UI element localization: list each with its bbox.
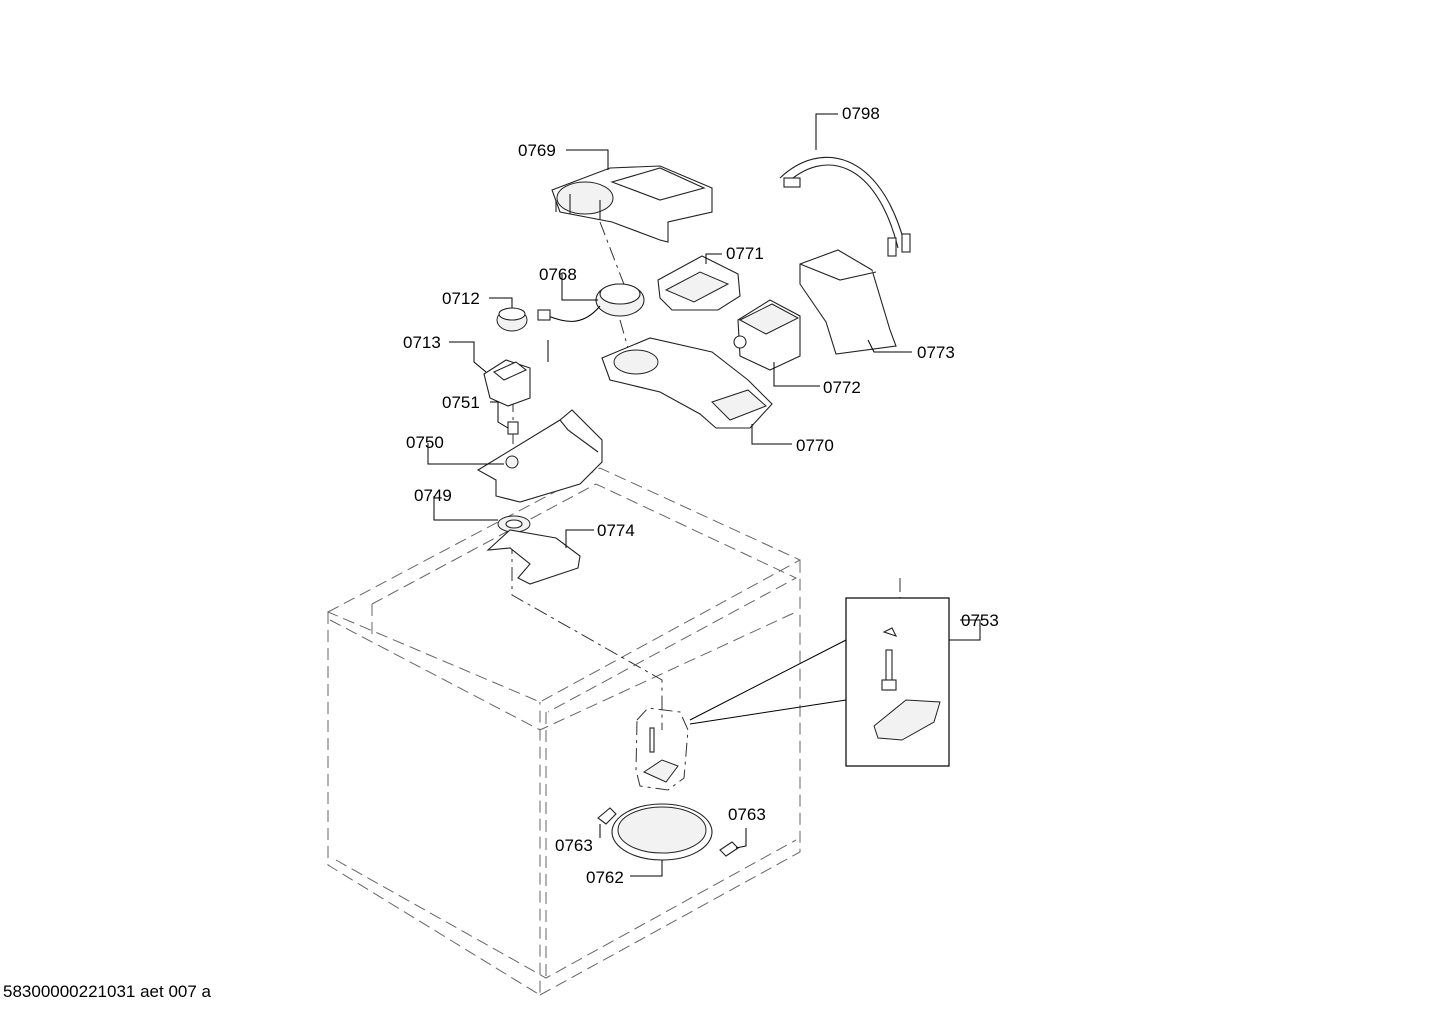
callout-0713: 0713	[403, 333, 441, 352]
oven-cabinet-outline	[326, 467, 802, 996]
part-0749-seal-ring	[497, 515, 531, 533]
detail-box-0753	[689, 597, 950, 767]
part-0773-cover	[799, 249, 897, 355]
turntable-drive-detail	[635, 707, 689, 791]
callout-0768: 0768	[539, 265, 577, 284]
callout-leader-lines	[427, 113, 981, 877]
part-0771-control-board	[657, 255, 741, 311]
part-0770-base-duct	[601, 337, 773, 429]
part-0713-bracket	[483, 359, 531, 407]
callout-0798: 0798	[842, 104, 880, 123]
part-0762-turntable-ring	[611, 803, 713, 861]
callout-0751: 0751	[442, 393, 480, 412]
callout-0750: 0750	[406, 433, 444, 452]
callout-0763-left: 0763	[555, 836, 593, 855]
callout-0753: 0753	[961, 611, 999, 630]
part-0712-thermostat	[496, 307, 528, 332]
part-0769-air-duct	[551, 165, 713, 243]
part-0751-coupling	[507, 421, 519, 435]
callout-0712: 0712	[442, 289, 480, 308]
callout-0763-right: 0763	[728, 805, 766, 824]
part-0768-fan-motor	[537, 283, 645, 362]
callout-0774: 0774	[597, 521, 635, 540]
callout-0762: 0762	[586, 868, 624, 887]
part-0798-wiring-harness	[779, 156, 911, 257]
callout-0749: 0749	[414, 486, 452, 505]
callout-0769: 0769	[518, 141, 556, 160]
callout-0770: 0770	[796, 436, 834, 455]
part-0750-mount-plate	[476, 409, 603, 503]
callout-0771: 0771	[726, 244, 764, 263]
part-0772-magnetron	[733, 299, 801, 371]
part-0774-plate	[486, 529, 581, 585]
drawing-number: 58300000221031 aet 007 a	[3, 982, 211, 1001]
callout-0772: 0772	[823, 378, 861, 397]
callout-0773: 0773	[917, 343, 955, 362]
